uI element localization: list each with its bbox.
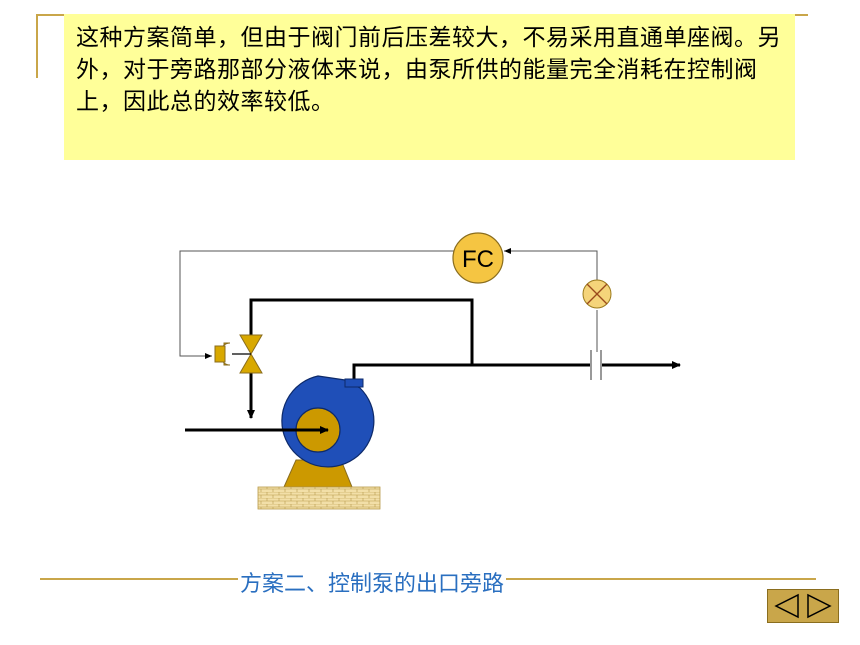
frame-left-line bbox=[36, 14, 38, 78]
flow-transmitter-icon bbox=[582, 279, 612, 309]
flow-controller: FC bbox=[452, 232, 504, 284]
diagram-caption: 方案二、控制泵的出口旁路 bbox=[238, 566, 507, 598]
prev-slide-button[interactable] bbox=[770, 592, 802, 620]
triangle-left-icon bbox=[774, 593, 799, 619]
pump-icon bbox=[281, 375, 375, 468]
triangle-right-icon bbox=[807, 593, 832, 619]
measurement-signal-line bbox=[504, 248, 598, 352]
text-box: 这种方案简单，但由于阀门前后压差较大，不易采用直通单座阀。另外，对于旁路那部分液… bbox=[64, 14, 795, 160]
slide-nav bbox=[767, 589, 839, 623]
next-slide-button[interactable] bbox=[804, 592, 836, 620]
controller-label: FC bbox=[462, 246, 494, 273]
description-paragraph: 这种方案简单，但由于阀门前后压差较大，不易采用直通单座阀。另外，对于旁路那部分液… bbox=[76, 25, 781, 115]
bypass-pipe bbox=[247, 298, 474, 419]
control-signal-line bbox=[179, 250, 454, 359]
orifice-plate bbox=[590, 350, 602, 380]
outlet-pipe bbox=[352, 361, 681, 381]
pump-base bbox=[257, 459, 381, 510]
control-valve-icon bbox=[214, 334, 263, 374]
